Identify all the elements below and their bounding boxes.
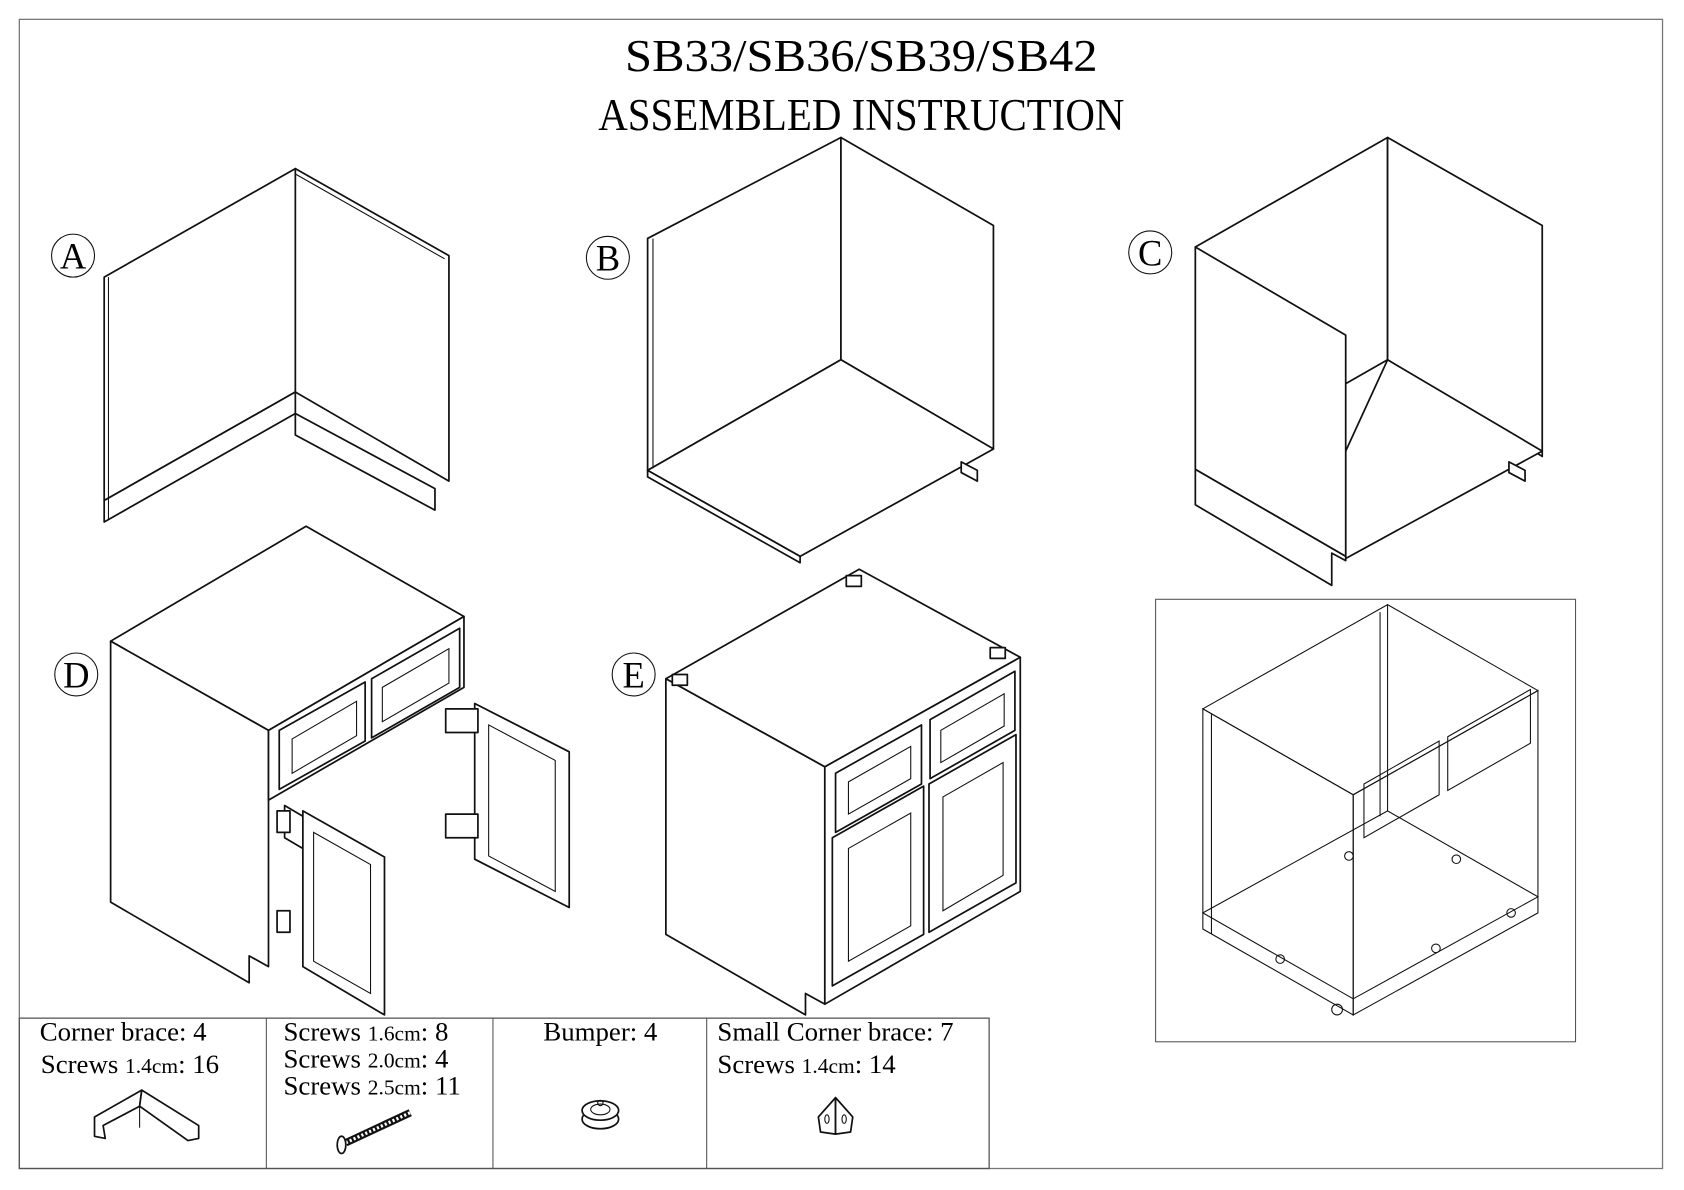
cabinet-step-b-drawing — [646, 136, 995, 564]
step-label-c: C — [1128, 230, 1173, 275]
corner-brace-icon — [93, 1089, 200, 1142]
parts-table: Corner brace: 4 Screws 1.4cm: 16 Screws … — [18, 1017, 990, 1170]
parts-cell-bumper: Bumper: 4 — [543, 1017, 657, 1130]
small-corner-brace-icon — [817, 1096, 854, 1135]
svg-text:Screws 2.0cm: 4: Screws 2.0cm: 4 — [284, 1044, 449, 1074]
cabinet-step-c-drawing — [1194, 136, 1544, 587]
parts-cell-screws: Screws 1.6cm: 8 Screws 2.0cm: 4 Screws 2… — [284, 1017, 461, 1155]
svg-text:Small Corner brace: 7: Small Corner brace: 7 — [717, 1017, 953, 1047]
svg-text:E: E — [622, 654, 644, 695]
svg-text:Screws 1.4cm: 14: Screws 1.4cm: 14 — [717, 1049, 895, 1079]
cabinet-step-d-drawing — [109, 525, 571, 1016]
cabinet-wireframe-drawing — [1155, 598, 1577, 1043]
title-models: SB33/SB36/SB39/SB42 — [625, 31, 1098, 81]
step-label-e: E — [611, 652, 656, 697]
svg-text:A: A — [60, 236, 87, 277]
svg-text:Screws 2.5cm: 11: Screws 2.5cm: 11 — [284, 1070, 461, 1100]
title-instruction: ASSEMBLED INSTRUCTION — [598, 90, 1124, 140]
cabinet-step-a-drawing — [103, 167, 450, 523]
step-label-b: B — [585, 235, 630, 280]
step-label-d: D — [54, 652, 99, 697]
step-label-a: A — [51, 233, 96, 278]
parts-cell-small-corner-brace: Small Corner brace: 7 Screws 1.4cm: 14 — [717, 1017, 954, 1135]
part-line: Corner brace: 4 — [40, 1017, 207, 1047]
parts-cell-corner-brace: Corner brace: 4 Screws 1.4cm: 16 — [40, 1017, 219, 1142]
svg-text:Bumper: 4: Bumper: 4 — [543, 1017, 657, 1047]
screw-icon — [336, 1109, 412, 1155]
svg-text:Screws 1.4cm: 16: Screws 1.4cm: 16 — [41, 1049, 219, 1079]
svg-text:B: B — [596, 238, 620, 279]
cabinet-step-e-drawing — [665, 568, 1022, 1016]
svg-text:Screws 1.6cm: 8: Screws 1.6cm: 8 — [284, 1017, 449, 1047]
bumper-icon — [581, 1099, 620, 1130]
svg-text:D: D — [63, 654, 89, 695]
svg-text:C: C — [1138, 232, 1162, 273]
